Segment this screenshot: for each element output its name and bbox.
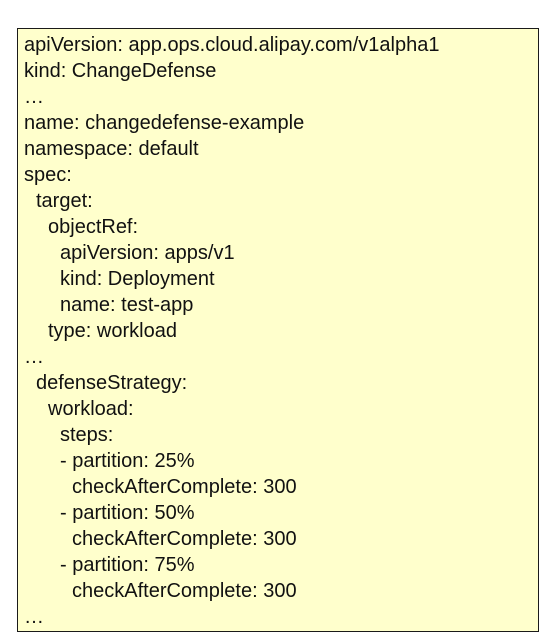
code-line-19: - partition: 50% <box>60 502 195 524</box>
code-line-5: namespace: default <box>24 138 199 160</box>
code-line-20: checkAfterComplete: 300 <box>72 528 297 550</box>
yaml-code-box: apiVersion: app.ops.cloud.alipay.com/v1a… <box>17 28 539 632</box>
code-line-18: checkAfterComplete: 300 <box>72 476 297 498</box>
code-line-4: name: changedefense-example <box>24 112 305 134</box>
code-line-11: name: test-app <box>60 294 194 316</box>
code-line-17: - partition: 25% <box>60 450 195 472</box>
code-line-7: target: <box>36 190 93 212</box>
code-line-10: kind: Deployment <box>60 268 215 290</box>
code-line-21: - partition: 75% <box>60 554 195 576</box>
code-line-13: … <box>24 346 44 368</box>
code-line-16: steps: <box>60 424 114 446</box>
code-line-12: type: workload <box>48 320 177 342</box>
code-line-14: defenseStrategy: <box>36 372 188 394</box>
code-line-3: … <box>24 86 44 108</box>
code-line-8: objectRef: <box>48 216 139 238</box>
code-line-23: … <box>24 606 44 628</box>
code-line-15: workload: <box>48 398 134 420</box>
code-line-9: apiVersion: apps/v1 <box>60 242 235 264</box>
code-line-1: apiVersion: app.ops.cloud.alipay.com/v1a… <box>24 34 440 56</box>
code-line-6: spec: <box>24 164 72 186</box>
code-line-22: checkAfterComplete: 300 <box>72 580 297 602</box>
code-line-2: kind: ChangeDefense <box>24 60 217 82</box>
